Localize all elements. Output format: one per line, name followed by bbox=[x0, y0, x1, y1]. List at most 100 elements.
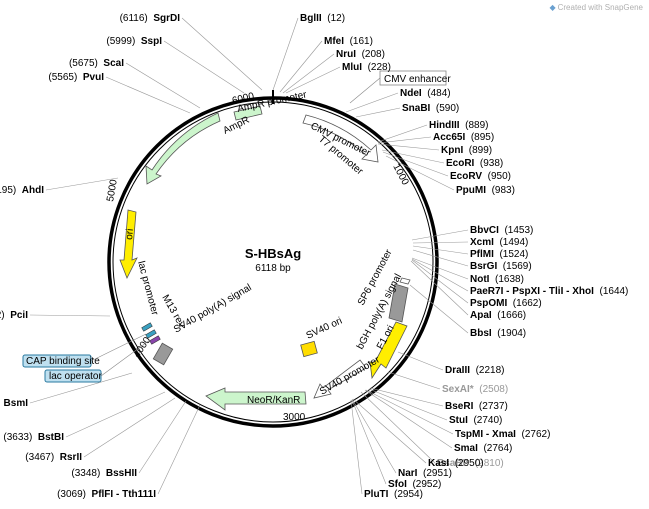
tick-label: 6000 bbox=[231, 91, 256, 107]
site-enzyme-name: TspMI - XmaI bbox=[455, 429, 516, 440]
site-position: (5565) bbox=[48, 72, 77, 83]
site-enzyme-name: SmaI bbox=[454, 443, 478, 454]
site-bsabi-: BsaBI* (2810) bbox=[360, 391, 504, 469]
site-position: (590) bbox=[436, 103, 459, 114]
site-leader-line bbox=[365, 389, 454, 435]
site-enzyme-name: PflMI bbox=[470, 249, 494, 260]
site-leader-line bbox=[345, 92, 399, 113]
site-position: (983) bbox=[492, 185, 515, 196]
site-leader-line bbox=[105, 76, 191, 114]
sv40-ori-label: SV40 ori bbox=[305, 316, 344, 342]
site-bseri: BseRI (2737) bbox=[369, 387, 508, 412]
site-leader-line bbox=[157, 404, 201, 495]
site-label: ApaI (1666) bbox=[470, 310, 526, 321]
site-mfei: MfeI (161) bbox=[279, 36, 373, 93]
m13-rev-mark bbox=[141, 322, 153, 332]
site-label: (5195) AhdI bbox=[0, 185, 44, 196]
site-label: KasI (2950) bbox=[428, 458, 484, 469]
snapgene-credit: ◆Created with SnapGene bbox=[549, 3, 643, 12]
site-pvui: (5565) PvuI bbox=[48, 72, 191, 114]
site-enzyme-name: BsaBI* bbox=[437, 458, 469, 469]
site-enzyme-name: PspOMI bbox=[470, 298, 507, 309]
bgh-polya-feature bbox=[388, 283, 409, 323]
site-label: (5999) SspI bbox=[106, 36, 162, 47]
site-xcmi: XcmI (1494) bbox=[412, 237, 528, 248]
site-label: BsaBI* (2810) bbox=[437, 458, 504, 469]
site-label: (6116) SgrDI bbox=[120, 13, 181, 24]
cmv-enhancer-label: CMV enhancer bbox=[384, 74, 451, 85]
site-leader-line bbox=[83, 397, 176, 458]
site-position: (5195) bbox=[0, 185, 16, 196]
site-enzyme-name: SexAI* bbox=[442, 384, 474, 395]
site-position: (3348) bbox=[71, 468, 100, 479]
site-position: (2810) bbox=[475, 458, 504, 469]
site-leader-line bbox=[355, 107, 401, 118]
site-label: NruI (208) bbox=[336, 49, 385, 60]
site-position: (1666) bbox=[497, 310, 526, 321]
site-label: BseRI (2737) bbox=[445, 401, 508, 412]
site-bsmi: (3871) BsmI bbox=[4, 372, 133, 409]
site-bglii: BglII (12) bbox=[272, 13, 345, 91]
site-leader-line bbox=[29, 314, 111, 317]
site-pluti: PluTI (2954) bbox=[350, 399, 423, 500]
site-enzyme-name: XcmI bbox=[470, 237, 494, 248]
site-position: (950) bbox=[488, 171, 511, 182]
site-position: (484) bbox=[427, 88, 450, 99]
site-bsrgi: BsrGI (1569) bbox=[412, 249, 532, 272]
site-position: (2508) bbox=[479, 384, 508, 395]
site-tspmi-xmai: TspMI - XmaI (2762) bbox=[365, 389, 551, 440]
site-enzyme-name: BbsI bbox=[470, 328, 492, 339]
site-leader-line bbox=[181, 17, 263, 91]
site-label: NdeI (484) bbox=[400, 88, 451, 99]
lac-promoter-label: lac promoter bbox=[135, 260, 160, 317]
site-position: (2762) bbox=[522, 429, 551, 440]
site-enzyme-name: ApaI bbox=[470, 310, 492, 321]
site-enzyme-name: NruI bbox=[336, 49, 356, 60]
site-position: (895) bbox=[471, 132, 494, 143]
site-leader-line bbox=[65, 391, 166, 438]
site-position: (2740) bbox=[473, 415, 502, 426]
site-bbvci: BbvCI (1453) bbox=[411, 225, 533, 241]
site-position: (2951) bbox=[423, 468, 452, 479]
site-enzyme-name: ScaI bbox=[103, 58, 124, 69]
site-acc65i: Acc65I (895) bbox=[377, 132, 494, 144]
cap-site-mark bbox=[149, 335, 161, 345]
site-pcii: (4302) PciI bbox=[0, 310, 111, 321]
tick-label: 4000 bbox=[131, 335, 153, 360]
site-enzyme-name: NarI bbox=[398, 468, 418, 479]
site-enzyme-name: BseRI bbox=[445, 401, 474, 412]
site-enzyme-name: PciI bbox=[10, 310, 28, 321]
site-label: BglII (12) bbox=[300, 13, 345, 24]
site-enzyme-name: BglII bbox=[300, 13, 322, 24]
site-leader-line bbox=[285, 66, 341, 94]
cap-site-label: CAP binding site bbox=[26, 356, 100, 367]
site-leader-line bbox=[368, 388, 448, 421]
site-position: (2954) bbox=[394, 489, 423, 500]
site-sfoi: SfoI (2952) bbox=[351, 399, 441, 490]
site-leader-line bbox=[125, 62, 201, 109]
site-enzyme-name: SspI bbox=[141, 36, 162, 47]
site-pflmi: PflMI (1524) bbox=[412, 245, 528, 260]
site-ahdi: (5195) AhdI bbox=[0, 177, 119, 196]
site-leader-line bbox=[364, 389, 453, 449]
site-label: BbvCI (1453) bbox=[470, 225, 533, 236]
site-kpni: KpnI (899) bbox=[377, 143, 492, 156]
site-position: (889) bbox=[465, 120, 488, 131]
site-label: SfoI (2952) bbox=[388, 479, 441, 490]
site-position: (3069) bbox=[57, 489, 86, 500]
site-position: (1569) bbox=[503, 261, 532, 272]
sv40-promoter-feature bbox=[313, 359, 367, 399]
site-leader-line bbox=[351, 398, 397, 474]
site-scai: (5675) ScaI bbox=[69, 58, 201, 109]
site-snabi: SnaBI (590) bbox=[355, 103, 459, 118]
site-position: (2737) bbox=[479, 401, 508, 412]
plasmid-size: 6118 bp bbox=[255, 263, 291, 274]
lac-operator-mark bbox=[145, 329, 157, 339]
site-label: MluI (228) bbox=[342, 62, 391, 73]
site-position: (2218) bbox=[476, 365, 505, 376]
site-hindiii: HindIII (889) bbox=[377, 120, 488, 143]
ampr-promoter-feature bbox=[233, 105, 263, 121]
site-kasi: KasI (2950) bbox=[352, 398, 484, 469]
site-leader-line bbox=[377, 136, 432, 144]
site-position: (208) bbox=[362, 49, 385, 60]
